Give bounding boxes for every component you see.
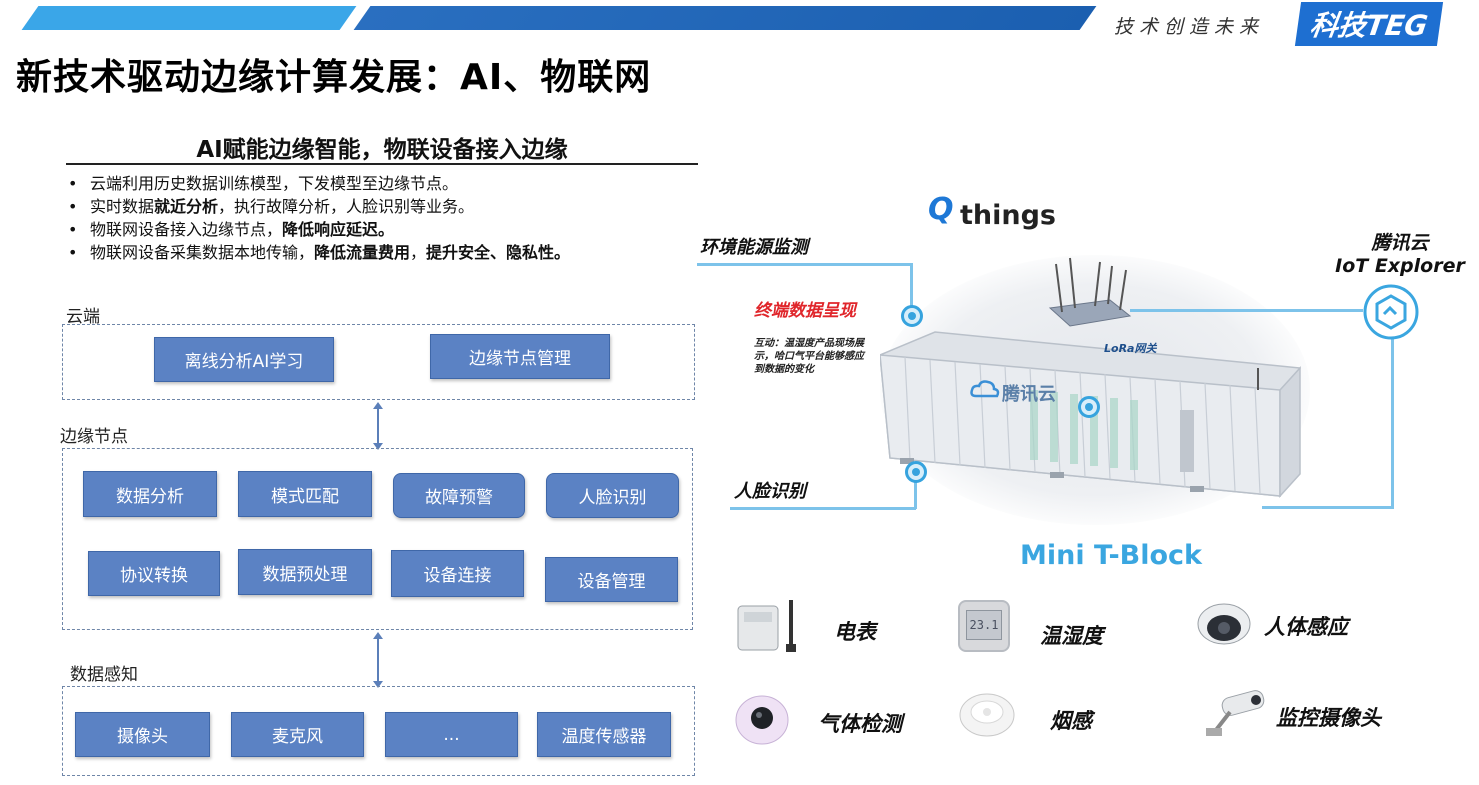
terminal-data-note: 互动：温湿度产品现场展示，哈口气平台能够感应到数据的变化 <box>754 338 864 375</box>
edge-tier-label: 边缘节点 <box>60 427 128 447</box>
device-label-camera: 监控摄像头 <box>1276 706 1381 730</box>
iot-explorer-text: IoT Explorer <box>1335 255 1465 277</box>
terminal-data-title: 终端数据呈现 <box>754 301 856 321</box>
bullet-list: 云端利用历史数据训练模型，下发模型至边缘节点。 实时数据就近分析，执行故障分析，… <box>66 172 706 264</box>
qthings-logo-mark: Q <box>928 192 954 227</box>
bullet-item: 云端利用历史数据训练模型，下发模型至边缘节点。 <box>66 172 706 195</box>
banner-stripe-light <box>21 6 357 30</box>
temperature-sensor-box: 温度传感器 <box>537 712 671 757</box>
device-label-thermo: 温湿度 <box>1040 624 1103 648</box>
surveillance-camera-icon <box>1206 690 1265 736</box>
electric-meter-icon <box>737 600 796 652</box>
device-management-box: 设备管理 <box>545 557 678 602</box>
smoke-detector-icon <box>959 693 1015 737</box>
pattern-matching-box: 模式匹配 <box>238 471 372 517</box>
data-analysis-box: 数据分析 <box>83 471 217 517</box>
face-recognition-label: 人脸识别 <box>734 481 806 502</box>
env-node-icon <box>901 305 923 327</box>
container-brand-text: 腾讯云 <box>1002 384 1056 405</box>
edge-sensing-arrow <box>373 632 383 688</box>
brand-badge: 科技TEG <box>1294 2 1444 46</box>
env-connector-h <box>697 263 912 266</box>
tencent-cloud-text: 腾讯云 <box>1371 232 1429 254</box>
device-label-gas: 气体检测 <box>818 712 902 736</box>
device-label-motion: 人体感应 <box>1264 615 1348 639</box>
thermo-hygrometer-icon: 23.1 <box>958 600 1010 652</box>
edge-tier-frame <box>62 448 693 630</box>
device-label-meter: 电表 <box>834 620 876 644</box>
edge-container-illustration <box>880 257 1301 498</box>
sensing-tier-label: 数据感知 <box>70 665 138 685</box>
bullet-item: 物联网设备接入边缘节点，降低响应延迟。 <box>66 218 706 241</box>
microphone-box: 麦克风 <box>231 712 364 757</box>
iot-explorer-label: 腾讯云 IoT Explorer <box>1330 232 1470 278</box>
thermo-display: 23.1 <box>966 610 1002 640</box>
camera-box: 摄像头 <box>75 712 210 757</box>
data-preprocessing-box: 数据预处理 <box>238 549 372 595</box>
fault-warning-box: 故障预警 <box>393 473 525 518</box>
ellipsis-box: ... <box>385 712 518 757</box>
cloud-tier-label: 云端 <box>66 307 100 327</box>
cloud-tier-frame <box>62 324 695 400</box>
face-recognition-box: 人脸识别 <box>546 473 679 518</box>
slogan-text: 技术创造未来 <box>1114 16 1265 38</box>
offline-ai-learning-box: 离线分析AI学习 <box>154 337 334 382</box>
edge-node-management-box: 边缘节点管理 <box>430 334 610 379</box>
qthings-logo-text: things <box>960 200 1057 231</box>
page-title: 新技术驱动边缘计算发展：AI、物联网 <box>16 57 652 98</box>
device-connection-box: 设备连接 <box>391 550 524 597</box>
iot-connector-v <box>1391 334 1394 509</box>
container-node-icon <box>1078 396 1100 418</box>
banner-stripe-dark <box>353 6 1097 30</box>
iot-connector-bottom <box>1262 506 1394 509</box>
device-label-smoke: 烟感 <box>1050 709 1092 733</box>
motion-sensor-icon <box>1197 603 1251 645</box>
bullet-item: 实时数据就近分析，执行故障分析，人脸识别等业务。 <box>66 195 706 218</box>
section-subtitle: AI赋能边缘智能，物联设备接入边缘 <box>196 137 568 163</box>
sensing-tier-frame <box>62 686 695 776</box>
env-monitor-label: 环境能源监测 <box>700 237 808 258</box>
face-connector-h <box>730 507 916 510</box>
lora-gateway-label: LoRa网关 <box>1104 342 1157 355</box>
face-connector-v <box>914 479 917 509</box>
env-connector-v <box>910 263 913 307</box>
mini-tblock-title: Mini T-Block <box>1020 540 1202 571</box>
protocol-conversion-box: 协议转换 <box>88 551 220 596</box>
cloud-logo-icon <box>970 380 1000 398</box>
iot-connector-h <box>1130 309 1363 312</box>
iot-explorer-icon <box>1363 284 1419 340</box>
face-node-icon <box>905 461 927 483</box>
bullet-item: 物联网设备采集数据本地传输，降低流量费用，提升安全、隐私性。 <box>66 241 706 264</box>
subtitle-underline <box>66 163 698 165</box>
gas-detector-icon <box>735 695 789 745</box>
cloud-edge-arrow <box>373 402 383 450</box>
